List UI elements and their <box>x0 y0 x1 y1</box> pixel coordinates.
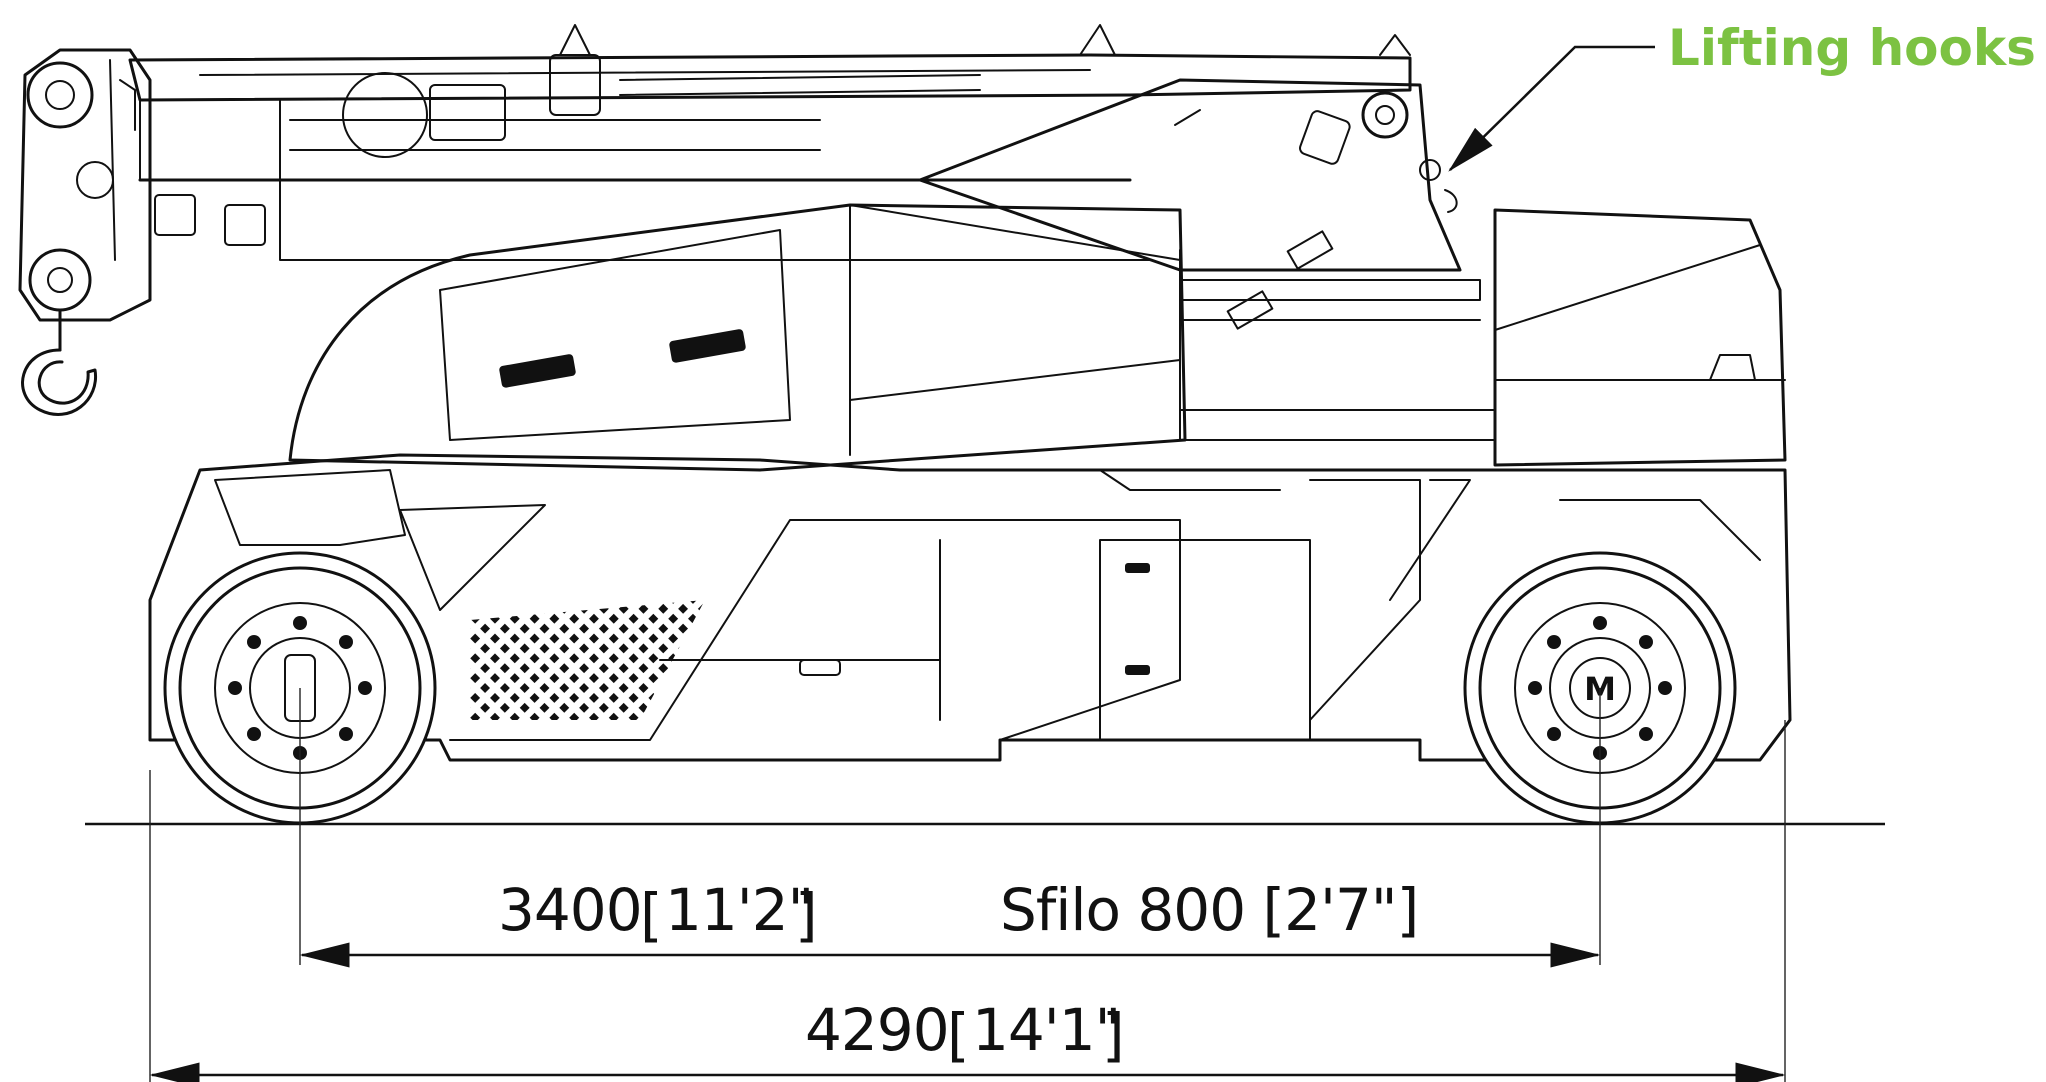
wheelbase-bracket-close: ] <box>795 881 817 949</box>
lifting-hooks-label: Lifting hooks <box>1668 19 2036 77</box>
rear-counterweight <box>1179 208 1787 467</box>
boom-head <box>18 48 266 416</box>
wheelbase-bracket-open: [ <box>640 881 662 949</box>
upper-housing <box>288 78 1481 472</box>
wheelbase-value: 3400 <box>498 876 642 944</box>
chassis <box>148 453 1792 762</box>
overall-length-bracket-open: [ <box>947 1001 969 1069</box>
dimension-overall-length: 4290 [ 14'1" ] <box>149 720 1786 1082</box>
extension-label: Sfilo 800 [2'7"] <box>1000 876 1418 944</box>
overall-length-imperial: 14'1" <box>972 996 1120 1064</box>
overall-length-bracket-close: ] <box>1102 1001 1124 1069</box>
wheelbase-imperial: 11'2" <box>665 876 813 944</box>
overall-length-value: 4290 <box>805 996 949 1064</box>
crane-silhouette: M <box>18 24 1792 825</box>
boom <box>128 24 1412 261</box>
lifting-hooks-callout: Lifting hooks <box>1448 19 2036 172</box>
dimension-wheelbase: 3400 [ 11'2" ] Sfilo 800 [2'7"] <box>299 688 1601 968</box>
